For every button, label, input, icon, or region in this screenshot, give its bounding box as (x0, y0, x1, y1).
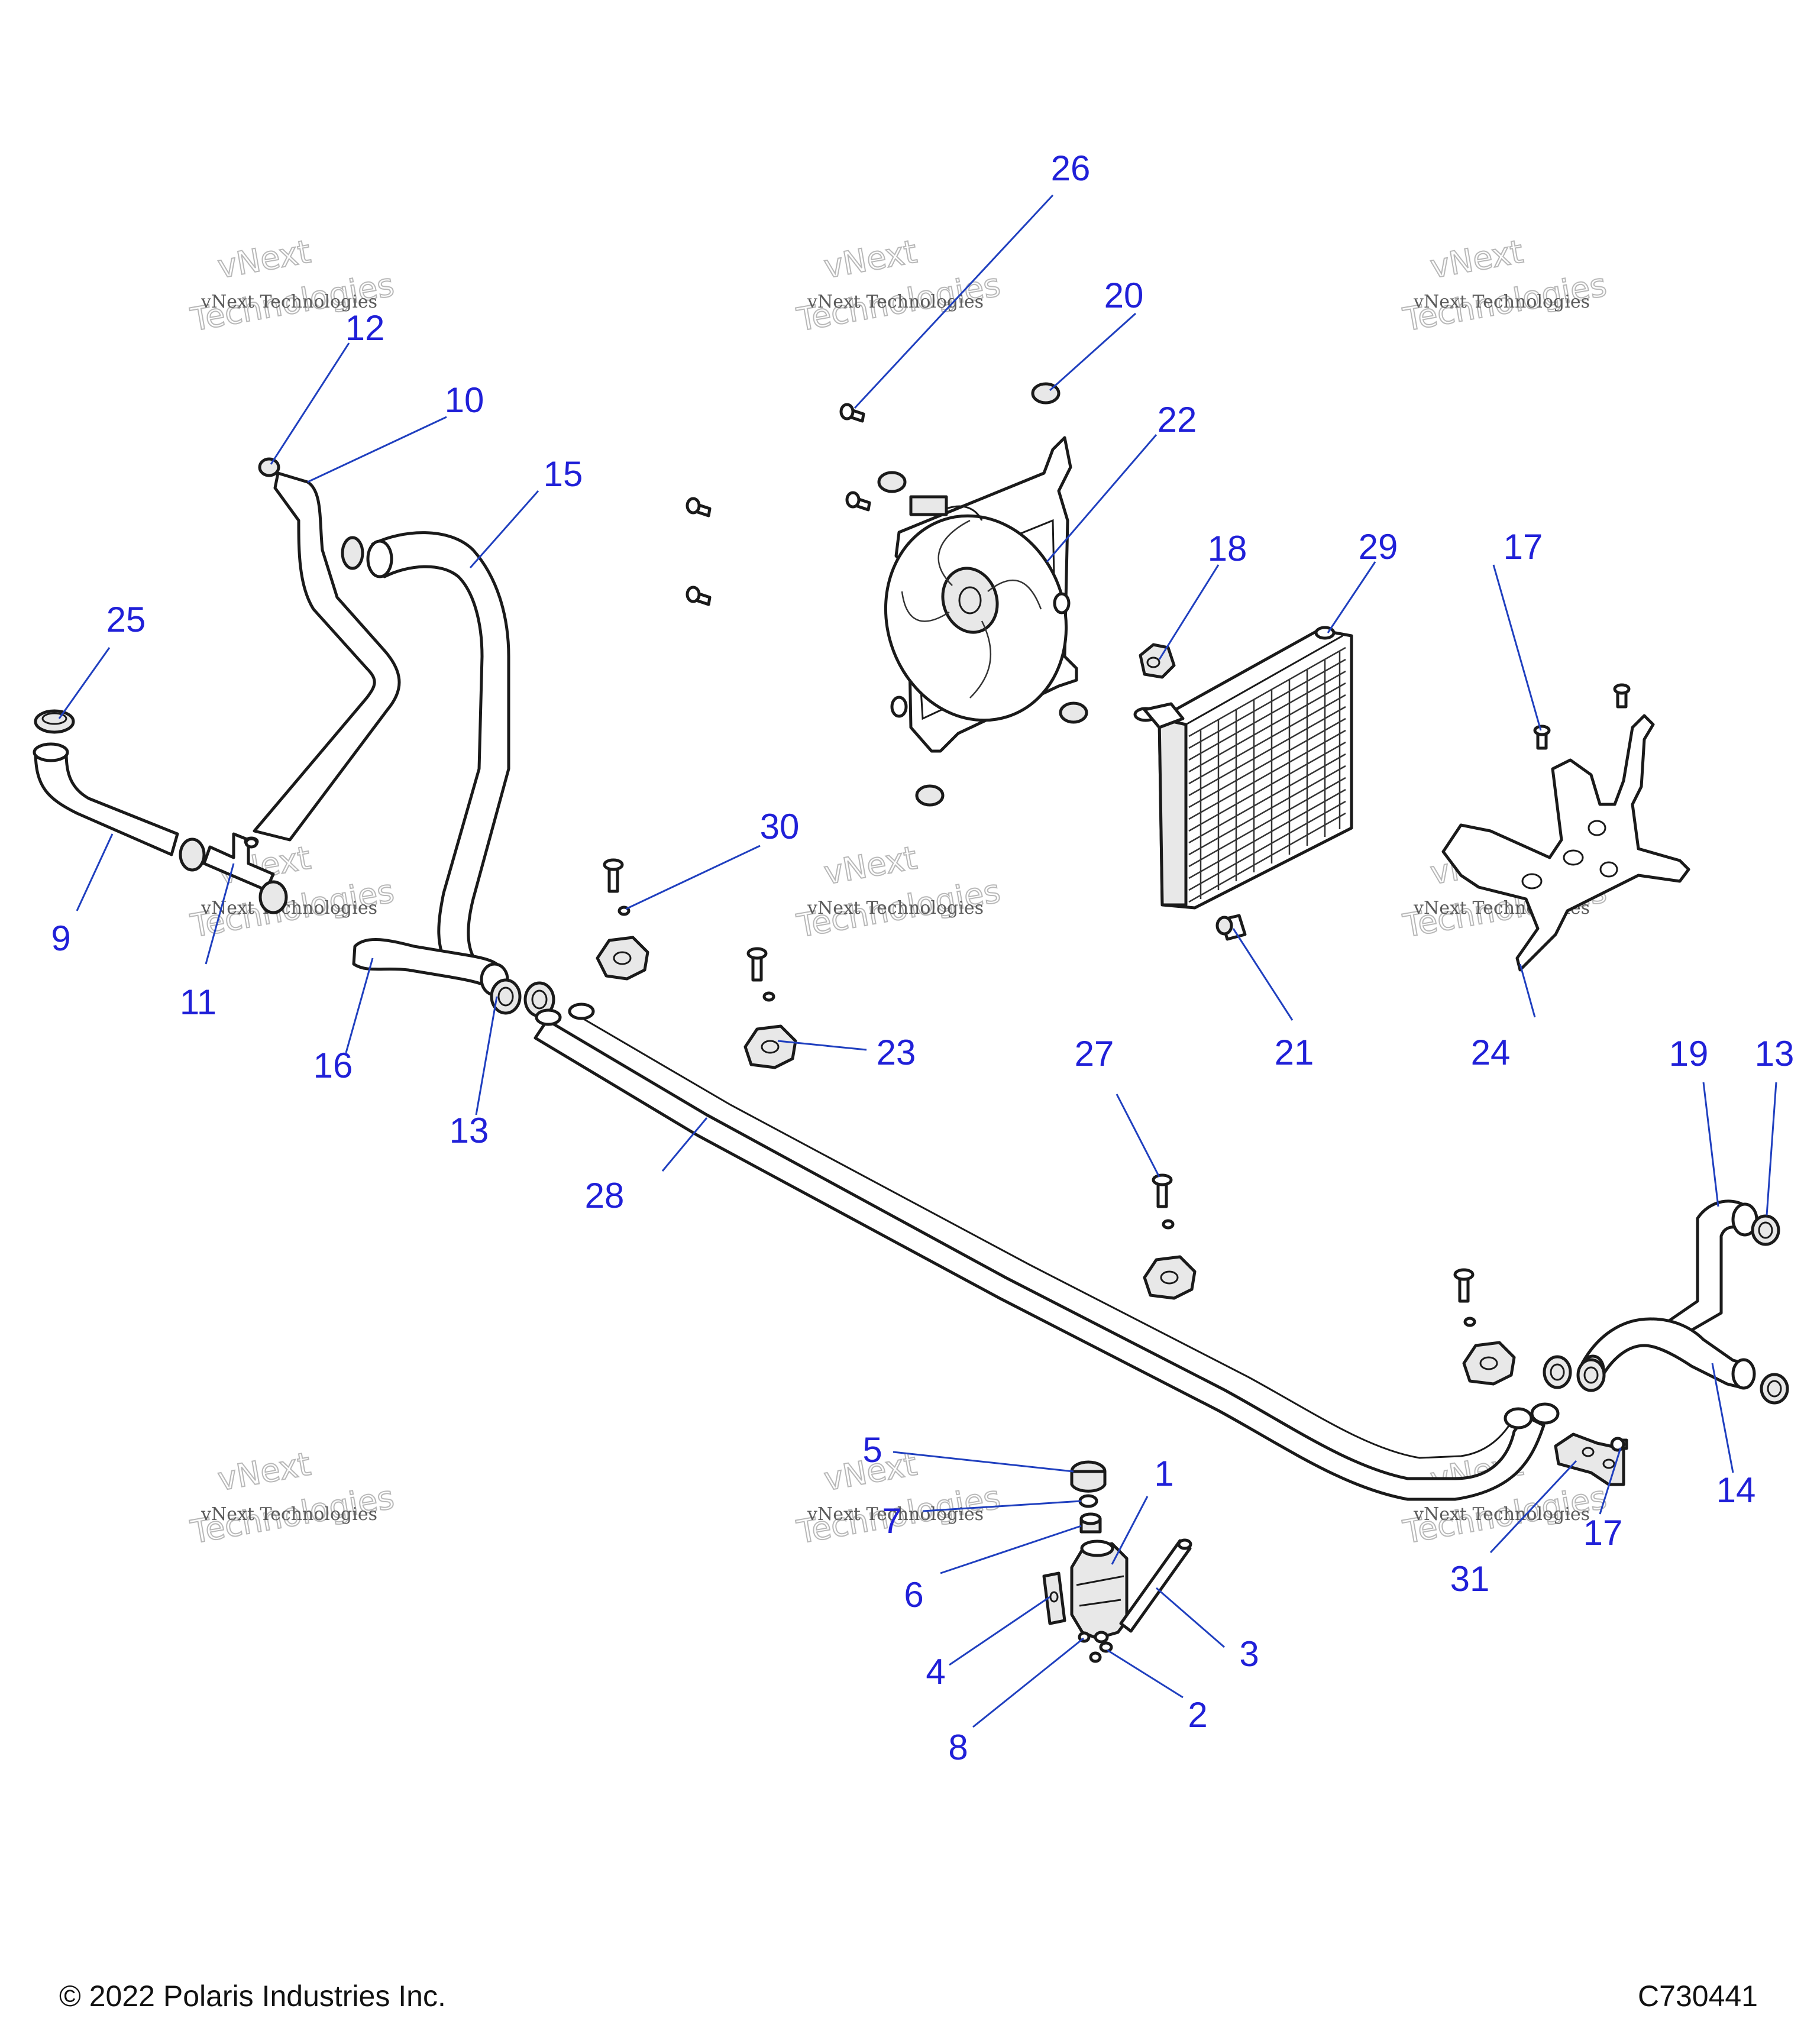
part-2-fitting (1089, 1641, 1113, 1663)
part-25-clamp (34, 709, 75, 734)
callout-6: 6 (904, 1575, 923, 1615)
part-10-hose (253, 471, 401, 842)
callout-9: 9 (51, 918, 70, 958)
callout-13-right: 13 (1755, 1034, 1795, 1073)
svg-text:vNext Technologies: vNext Technologies (807, 1504, 984, 1525)
part-12-clamp (258, 457, 280, 477)
part-6-neck (1079, 1512, 1102, 1534)
part-5-cap (1070, 1460, 1107, 1493)
callout-28: 28 (585, 1176, 625, 1215)
callout-15: 15 (544, 454, 583, 494)
part-29-radiator (1133, 626, 1353, 910)
part-18-cap (1139, 643, 1176, 679)
callout-numbers: 26 20 22 18 29 17 12 10 15 25 9 11 16 13… (51, 148, 1794, 1767)
callout-4: 4 (926, 1652, 945, 1692)
callout-5: 5 (862, 1430, 882, 1470)
callout-21: 21 (1275, 1033, 1314, 1072)
part-22-fan-assembly (884, 436, 1078, 753)
callout-17-bottom: 17 (1583, 1513, 1623, 1553)
svg-text:vNext Technologies: vNext Technologies (201, 898, 377, 918)
callout-1: 1 (1154, 1454, 1173, 1493)
callout-3: 3 (1239, 1634, 1259, 1674)
svg-text:vNext: vNext (821, 839, 919, 892)
part-23-bolts-clip (743, 947, 797, 1069)
part-26-bolts (686, 403, 871, 606)
part-24-bracket (1441, 714, 1690, 972)
callout-14: 14 (1716, 1470, 1756, 1510)
callout-18: 18 (1208, 529, 1247, 568)
radiator-fins (1188, 646, 1346, 903)
svg-text:vNext Technologies: vNext Technologies (1413, 1504, 1590, 1525)
svg-text:vNext Technologies: vNext Technologies (201, 292, 377, 312)
part-1-reservoir (1070, 1540, 1129, 1644)
part-27-bolt-clip (1143, 1173, 1197, 1300)
callout-26: 26 (1051, 148, 1091, 188)
svg-text:vNext Technologies: vNext Technologies (1413, 292, 1590, 312)
part-31-bracket (1554, 1432, 1625, 1486)
svg-text:vNext Technologies: vNext Technologies (807, 898, 984, 918)
part-4-bracket (1042, 1571, 1066, 1625)
callout-19: 19 (1669, 1034, 1709, 1073)
callout-31: 31 (1450, 1559, 1490, 1599)
callout-25: 25 (106, 600, 146, 639)
svg-text:vNext: vNext (215, 233, 313, 286)
part-16-hose (352, 938, 509, 997)
callout-27: 27 (1075, 1034, 1114, 1073)
part-28-coolant-tubes (534, 1002, 1560, 1501)
svg-text:vNext Technologies: vNext Technologies (201, 1504, 377, 1525)
part-17-bolts-top (1533, 683, 1631, 750)
part-13-clamps-right (1543, 1214, 1789, 1405)
callout-23: 23 (877, 1033, 916, 1072)
svg-text:vNext Technologies: vNext Technologies (807, 292, 984, 312)
callout-20: 20 (1104, 276, 1144, 315)
part-14-hose (1580, 1317, 1756, 1390)
watermark-group: vNext Technologies vNext Technologies vN… (187, 232, 1610, 1552)
callout-8: 8 (948, 1728, 968, 1767)
bolt-clip-right (1453, 1268, 1516, 1386)
callout-24: 24 (1471, 1033, 1511, 1072)
part-17-bolt-bottom (1610, 1437, 1628, 1452)
callout-10: 10 (445, 380, 484, 420)
fitting-near-11 (244, 837, 258, 849)
drawing-number: C730441 (1638, 1980, 1758, 2013)
part-30-bolts-clip (596, 858, 649, 981)
svg-text:vNext: vNext (821, 233, 919, 286)
callout-7: 7 (882, 1501, 901, 1541)
watermark-mid-center: vNext Technologies vNext Technologies (793, 839, 1004, 946)
part-9-hose (33, 742, 179, 856)
part-7-gasket (1078, 1494, 1098, 1508)
callout-17-top: 17 (1504, 527, 1543, 567)
callout-29: 29 (1359, 527, 1398, 567)
watermark-mid-left: vNext Technologies vNext Technologies (187, 839, 397, 946)
callout-11: 11 (180, 982, 216, 1022)
part-21-drain-fitting (1215, 914, 1247, 941)
leader-lines (58, 194, 1777, 1728)
callout-16: 16 (313, 1046, 353, 1085)
callout-22: 22 (1158, 400, 1197, 439)
part-3-overflow-tube (1119, 1538, 1192, 1633)
svg-text:vNext: vNext (1427, 233, 1525, 286)
callout-12: 12 (345, 308, 385, 348)
part-13-clamps-left (490, 978, 555, 1018)
watermark-bottom-left: vNext Technologies vNext Technologies (187, 1445, 397, 1552)
callout-30: 30 (760, 807, 800, 846)
watermark-top-right: vNext Technologies vNext Technologies (1399, 232, 1610, 339)
callout-13-left: 13 (450, 1111, 489, 1150)
part-19-hose (1648, 1199, 1758, 1347)
svg-text:vNext: vNext (215, 1445, 313, 1498)
copyright-text: © 2022 Polaris Industries Inc. (59, 1980, 446, 2013)
callout-2: 2 (1188, 1695, 1207, 1735)
